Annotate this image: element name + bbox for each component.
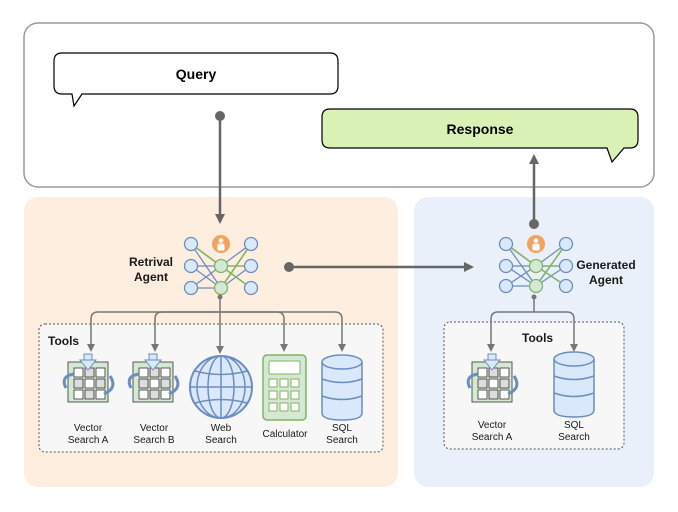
vector-search-a-label-1: Vector bbox=[74, 423, 103, 434]
generation-to-response-arrow bbox=[529, 154, 539, 229]
calculator-label: Calculator bbox=[262, 429, 308, 440]
retrieval-agent-label-2: Agent bbox=[134, 270, 168, 284]
right-sql-search-label-1: SQL bbox=[564, 420, 584, 431]
sql-search-label-2: Search bbox=[326, 435, 358, 446]
right-vector-search-a-label-1: Vector bbox=[478, 420, 507, 431]
sql-search-label-1: SQL bbox=[332, 423, 352, 434]
vector-search-a-label-2: Search A bbox=[68, 435, 109, 446]
vector-search-b-label-2: Search B bbox=[133, 435, 174, 446]
left-tools-connectors bbox=[87, 294, 346, 354]
retrieval-agent-label-1: Retrival bbox=[129, 255, 173, 269]
query-bubble: Query bbox=[53, 52, 339, 108]
response-bubble: Response bbox=[321, 108, 639, 164]
query-to-retrieval-arrow bbox=[215, 111, 225, 224]
generated-agent-label-1: Generated bbox=[576, 258, 635, 272]
response-label: Response bbox=[447, 121, 514, 137]
top-container bbox=[23, 22, 655, 188]
calculator-icon bbox=[262, 354, 307, 421]
retrieval-to-generation-arrow bbox=[284, 262, 474, 272]
generated-agent-network-icon bbox=[498, 235, 574, 294]
database-icon bbox=[553, 351, 595, 418]
web-search-label-1: Web bbox=[211, 423, 232, 434]
right-tools-title: Tools bbox=[522, 331, 553, 345]
web-search-label-2: Search bbox=[205, 435, 237, 446]
right-vector-search-a-label-2: Search A bbox=[472, 432, 513, 443]
vector-search-a-icon bbox=[466, 353, 519, 403]
vector-search-b-icon bbox=[127, 353, 180, 403]
retrieval-agent-network-icon bbox=[183, 235, 259, 296]
database-icon bbox=[321, 354, 363, 421]
query-label: Query bbox=[176, 66, 217, 82]
left-tools-title: Tools bbox=[48, 334, 79, 348]
right-tools-connectors bbox=[487, 294, 578, 352]
generated-agent-label-2: Agent bbox=[589, 273, 623, 287]
right-sql-search-label-2: Search bbox=[558, 432, 590, 443]
vector-search-b-label-1: Vector bbox=[140, 423, 169, 434]
vector-search-a-icon bbox=[62, 353, 115, 403]
globe-icon bbox=[189, 355, 253, 419]
